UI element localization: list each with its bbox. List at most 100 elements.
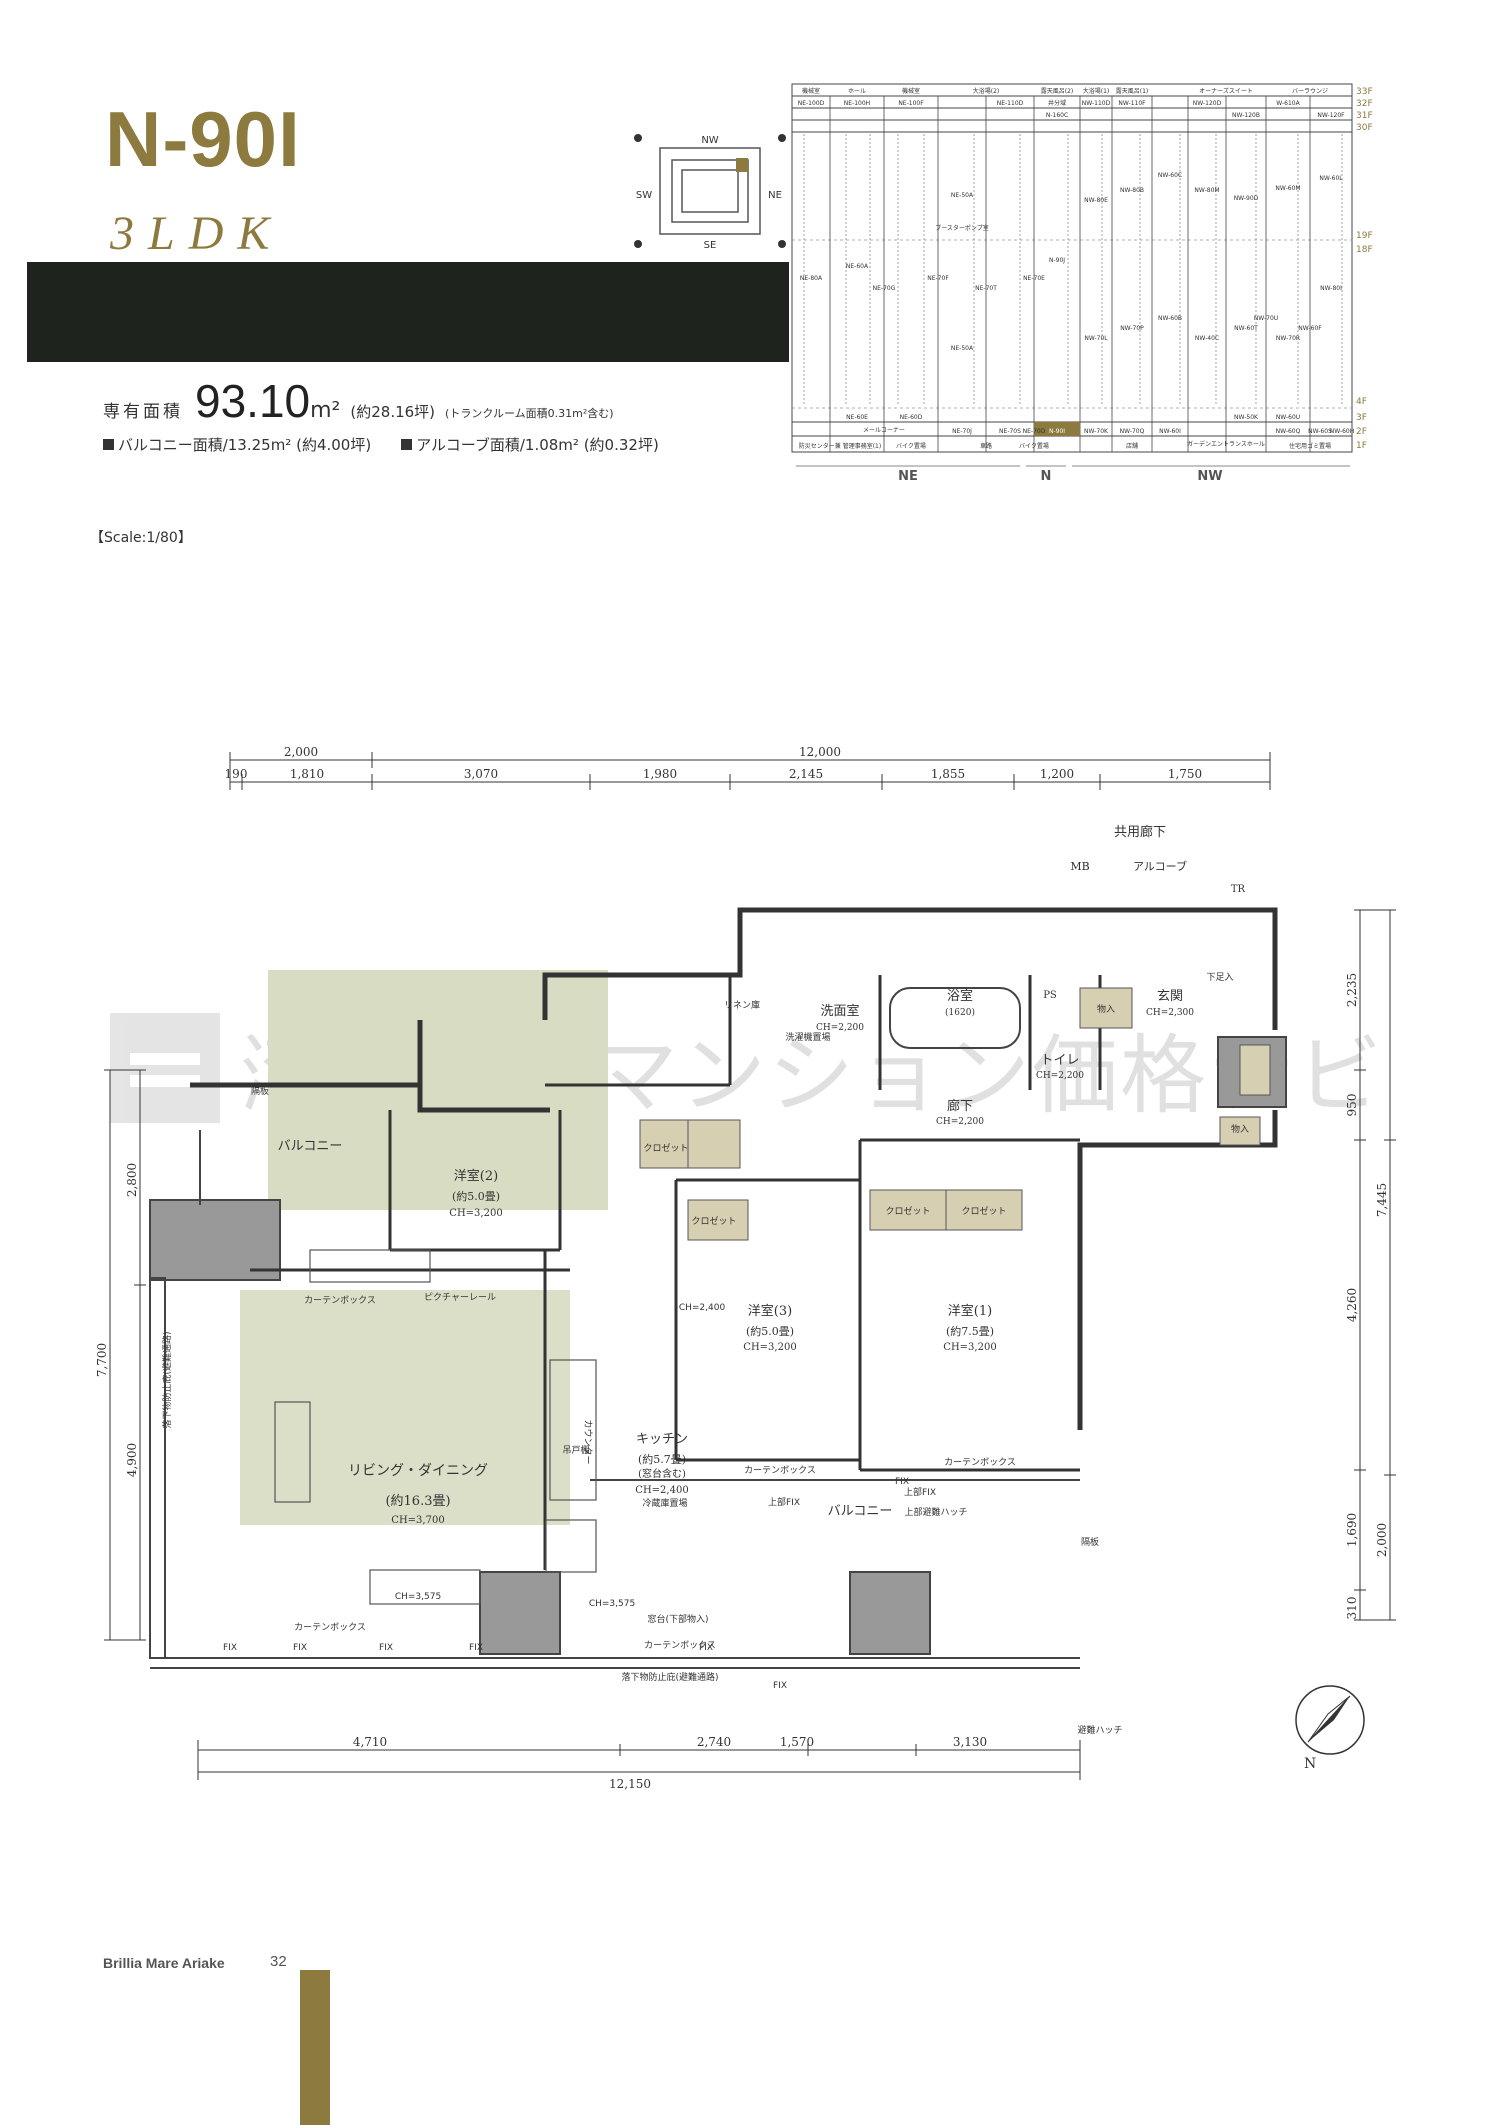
- room-living: リビング・ダイニング: [348, 1463, 488, 1479]
- svg-text:隔板: 隔板: [251, 1085, 269, 1097]
- key-plan-marker: [736, 158, 748, 172]
- unit-name: N-90I: [105, 95, 301, 183]
- svg-text:NW-120F: NW-120F: [1317, 112, 1345, 119]
- svg-text:NW-70K: NW-70K: [1084, 428, 1109, 435]
- svg-text:33F: 33F: [1356, 87, 1373, 97]
- sub-area-row: バルコニー面積/13.25m² (約4.00坪) アルコーブ面積/1.08m² …: [103, 434, 659, 455]
- svg-text:CH=3,575: CH=3,575: [395, 1592, 441, 1602]
- svg-text:ホール: ホール: [848, 88, 866, 95]
- svg-text:CH=2,400: CH=2,400: [635, 1485, 688, 1496]
- svg-text:3F: 3F: [1356, 413, 1367, 423]
- svg-text:FIX: FIX: [223, 1643, 237, 1653]
- svg-text:カーテンボックス: カーテンボックス: [944, 1457, 1016, 1468]
- svg-text:カーテンボックス: カーテンボックス: [304, 1295, 376, 1306]
- svg-text:ガーデンエントランスホール: ガーデンエントランスホール: [1187, 440, 1265, 448]
- svg-text:(約5.0畳): (約5.0畳): [746, 1324, 794, 1338]
- svg-text:950: 950: [1345, 1094, 1359, 1117]
- room-toilet: トイレ: [1040, 1053, 1079, 1068]
- svg-text:(1620): (1620): [945, 1007, 975, 1018]
- svg-text:上部避難ハッチ: 上部避難ハッチ: [904, 1506, 967, 1518]
- floor-plan: 2,000 12,000 190 1,810 3,070 1,980 2,145…: [95, 745, 1396, 1790]
- svg-text:防災センター兼 管理事務室(1): 防災センター兼 管理事務室(1): [799, 442, 881, 450]
- svg-text:1,750: 1,750: [1168, 767, 1202, 781]
- room-balcony-south: バルコニー: [828, 1504, 893, 1519]
- svg-text:NW-50K: NW-50K: [1234, 414, 1259, 421]
- svg-text:30F: 30F: [1356, 123, 1373, 133]
- svg-text:FIX: FIX: [379, 1643, 393, 1653]
- svg-text:露天風呂(2): 露天風呂(2): [1041, 88, 1074, 95]
- room-western-1: 洋室(1): [948, 1303, 992, 1319]
- svg-text:カウンター: カウンター: [582, 1419, 593, 1464]
- room-hall: 廊下: [947, 1098, 973, 1114]
- svg-text:FIX: FIX: [699, 1643, 713, 1653]
- svg-text:NE-70G: NE-70G: [873, 285, 896, 292]
- svg-text:NW-70P: NW-70P: [1120, 325, 1144, 332]
- svg-text:NW-60F: NW-60F: [1298, 325, 1322, 332]
- svg-text:190: 190: [225, 767, 248, 781]
- key-label-se: SE: [704, 240, 717, 251]
- dim-bottom-total: 12,150: [609, 1777, 651, 1790]
- svg-text:NW-60L: NW-60L: [1319, 175, 1343, 182]
- svg-text:NW-60T: NW-60T: [1234, 325, 1258, 332]
- svg-text:大浴場(1): 大浴場(1): [1083, 87, 1110, 95]
- svg-text:クロゼット: クロゼット: [643, 1142, 688, 1154]
- svg-text:NW-60H: NW-60H: [1330, 428, 1355, 435]
- svg-text:CH=3,700: CH=3,700: [391, 1515, 444, 1526]
- svg-text:物入: 物入: [1231, 1123, 1249, 1135]
- svg-text:カーテンボックス: カーテンボックス: [644, 1640, 716, 1651]
- svg-text:4,710: 4,710: [353, 1735, 387, 1749]
- area-value: 93.10: [195, 375, 311, 427]
- svg-text:1,810: 1,810: [290, 767, 324, 781]
- svg-text:ブースターポンプ室: ブースターポンプ室: [935, 224, 989, 232]
- area-note: (トランクルーム面積0.31m²含む): [445, 407, 614, 420]
- svg-text:NE-70T: NE-70T: [975, 285, 997, 292]
- svg-text:リネン庫: リネン庫: [724, 999, 760, 1011]
- svg-text:NE-60E: NE-60E: [846, 414, 868, 421]
- balcony-area: バルコニー面積/13.25m² (約4.00坪): [103, 434, 371, 455]
- svg-text:CH=2,400: CH=2,400: [679, 1303, 726, 1313]
- svg-text:NE-100D: NE-100D: [798, 100, 825, 107]
- svg-text:NW-80I: NW-80I: [1320, 285, 1342, 292]
- svg-text:32F: 32F: [1356, 99, 1373, 109]
- svg-text:NE-70D: NE-70D: [1023, 428, 1046, 435]
- key-label-nw: NW: [701, 135, 718, 146]
- svg-text:FIX: FIX: [293, 1643, 307, 1653]
- alcove-area: アルコーブ面積/1.08m² (約0.32坪): [401, 434, 659, 455]
- svg-text:NW-110F: NW-110F: [1118, 100, 1146, 107]
- svg-text:1,200: 1,200: [1040, 767, 1074, 781]
- svg-text:NE-110D: NE-110D: [997, 100, 1024, 107]
- svg-text:3,130: 3,130: [953, 1735, 987, 1749]
- area-label: 専有面積: [103, 402, 183, 422]
- svg-text:1,980: 1,980: [643, 767, 677, 781]
- svg-text:NW-60M: NW-60M: [1275, 185, 1300, 192]
- room-kitchen: キッチン: [636, 1432, 688, 1447]
- svg-text:2,740: 2,740: [697, 1735, 731, 1749]
- svg-text:NW-90D: NW-90D: [1234, 195, 1259, 202]
- svg-text:(約5.0畳): (約5.0畳): [452, 1189, 500, 1203]
- svg-text:NW-60Q: NW-60Q: [1276, 428, 1301, 435]
- svg-text:2,145: 2,145: [789, 767, 823, 781]
- svg-text:N-90J: N-90J: [1049, 257, 1065, 264]
- svg-text:クロゼット: クロゼット: [691, 1215, 736, 1227]
- svg-text:PS: PS: [1043, 990, 1057, 1001]
- svg-text:NW-40C: NW-40C: [1195, 335, 1219, 342]
- room-western-2: 洋室(2): [454, 1168, 498, 1184]
- footer-accent-block: [300, 1970, 330, 2125]
- svg-text:NE-100F: NE-100F: [898, 100, 924, 107]
- building-stack-diagram: 33F 32F 31F 30F 19F 18F 4F 3F 2F 1F 機械室 …: [791, 83, 1373, 482]
- svg-text:物入: 物入: [1097, 1003, 1115, 1015]
- svg-text:NW-60U: NW-60U: [1276, 414, 1300, 421]
- svg-text:4,260: 4,260: [1345, 1288, 1359, 1322]
- svg-text:NE-70E: NE-70E: [1023, 275, 1045, 282]
- svg-text:FIX: FIX: [469, 1643, 483, 1653]
- dim-left-total: 7,700: [95, 1343, 109, 1377]
- svg-text:バイク置場: バイク置場: [896, 442, 926, 450]
- svg-text:NE-70S: NE-70S: [999, 428, 1021, 435]
- svg-text:NW-70U: NW-70U: [1254, 315, 1278, 322]
- svg-text:CH=3,200: CH=3,200: [743, 1342, 796, 1353]
- zone-n: N: [1041, 469, 1052, 482]
- key-plan: NW NE SE SW: [634, 134, 786, 251]
- svg-text:TR: TR: [1231, 884, 1246, 895]
- svg-text:3,070: 3,070: [464, 767, 498, 781]
- svg-text:2,800: 2,800: [125, 1163, 139, 1197]
